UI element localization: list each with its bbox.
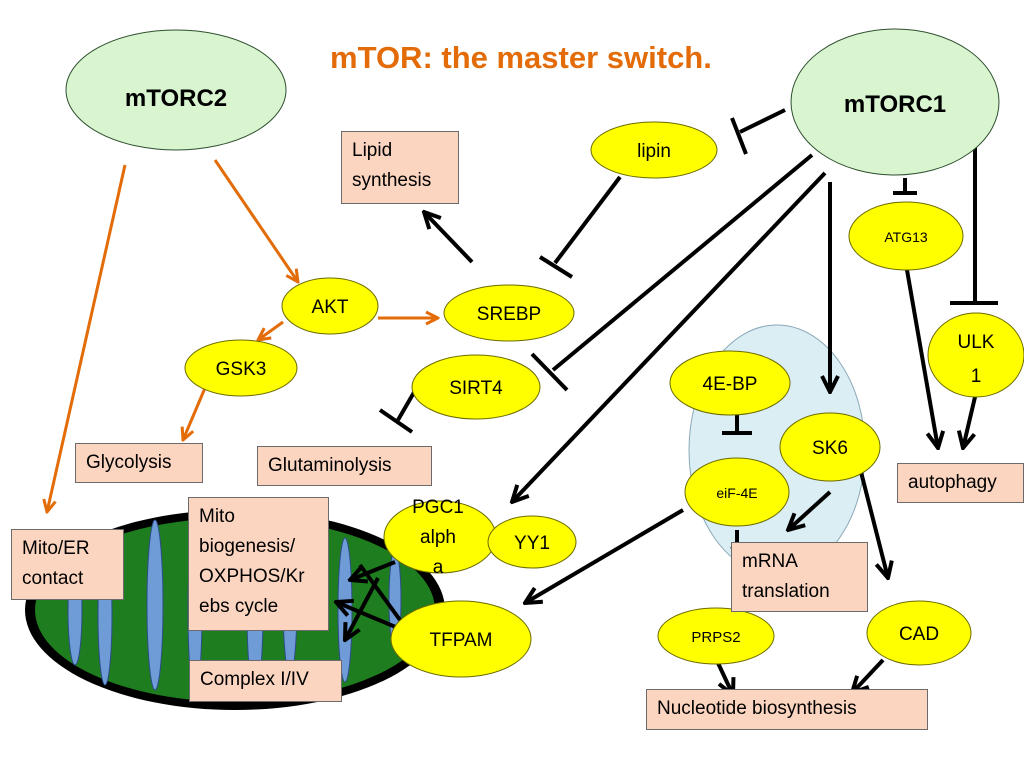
lipid-synthesis-line1: Lipid xyxy=(352,140,393,161)
eif4e-label: eiF-4E xyxy=(716,485,757,501)
node-srebp[interactable]: SREBP xyxy=(443,284,575,342)
glycolysis-label: Glycolysis xyxy=(86,452,172,473)
node-mtorc1[interactable]: mTORC1 xyxy=(790,28,1000,176)
srebp-label: SREBP xyxy=(477,304,541,325)
page-title: mTOR: the master switch. xyxy=(330,40,712,75)
4e-bp-label: 4E-BP xyxy=(703,374,758,395)
node-pgc1-alpha[interactable]: PGC1 alph a xyxy=(383,497,497,578)
node-4e-bp[interactable]: 4E-BP xyxy=(669,350,791,416)
ulk1-label-line2: 1 xyxy=(971,366,982,387)
tfpam-label: TFPAM xyxy=(430,630,493,651)
mito-er-line1: Mito/ER xyxy=(22,538,90,559)
node-eif4e[interactable]: eiF-4E xyxy=(684,457,790,527)
box-autophagy[interactable]: autophagy xyxy=(897,463,1024,503)
gsk3-label: GSK3 xyxy=(216,359,267,380)
prps2-label: PRPS2 xyxy=(691,629,740,646)
mito-biogenesis-line3: OXPHOS/Kr xyxy=(199,566,305,587)
mito-biogenesis-line2: biogenesis/ xyxy=(199,536,296,557)
nucleotide-biosynthesis-label: Nucleotide biosynthesis xyxy=(657,698,857,719)
complex-i-iv-label: Complex I/IV xyxy=(200,669,309,690)
mrna-translation-line1: mRNA xyxy=(742,551,798,572)
glutaminolysis-label: Glutaminolysis xyxy=(268,455,392,476)
akt-label: AKT xyxy=(312,297,349,318)
yy1-label: YY1 xyxy=(514,533,550,554)
node-lipin[interactable]: lipin xyxy=(590,121,718,179)
node-prps2[interactable]: PRPS2 xyxy=(657,607,775,665)
mrna-translation-line2: translation xyxy=(742,581,830,602)
box-mito-er-contact[interactable]: Mito/ER contact xyxy=(11,529,124,600)
pgc1-label-line1: PGC1 xyxy=(412,497,464,518)
mito-er-line2: contact xyxy=(22,568,84,589)
node-cad[interactable]: CAD xyxy=(866,600,972,666)
node-mtorc2[interactable]: mTORC2 xyxy=(65,29,287,151)
box-glycolysis[interactable]: Glycolysis xyxy=(75,443,203,483)
box-mrna-translation[interactable]: mRNA translation xyxy=(731,542,868,612)
box-lipid-synthesis[interactable]: Lipid synthesis xyxy=(341,131,459,204)
atg13-label: ATG13 xyxy=(884,229,928,245)
mito-biogenesis-line4: ebs cycle xyxy=(199,596,279,617)
ulk1-label-line1: ULK xyxy=(958,332,995,353)
mtorc2-arrows xyxy=(47,159,438,512)
node-ulk1[interactable]: ULK 1 xyxy=(927,312,1024,398)
sirt4-label: SIRT4 xyxy=(449,378,503,399)
node-sk6[interactable]: SK6 xyxy=(779,412,881,482)
box-mito-biogenesis[interactable]: Mito biogenesis/ OXPHOS/Kr ebs cycle xyxy=(188,497,329,631)
node-akt[interactable]: AKT xyxy=(281,277,379,335)
lipid-synthesis-line2: synthesis xyxy=(352,170,432,191)
node-yy1[interactable]: YY1 xyxy=(487,515,577,569)
node-atg13[interactable]: ATG13 xyxy=(848,201,964,271)
node-tfpam[interactable]: TFPAM xyxy=(390,600,532,678)
sk6-label: SK6 xyxy=(812,438,848,459)
box-glutaminolysis[interactable]: Glutaminolysis xyxy=(257,446,432,486)
mito-biogenesis-line1: Mito xyxy=(199,506,235,527)
mtorc1-edges xyxy=(336,108,998,695)
pgc1-label-line2: alph xyxy=(420,527,456,548)
node-gsk3[interactable]: GSK3 xyxy=(184,339,298,397)
node-sirt4[interactable]: SIRT4 xyxy=(411,354,541,420)
mtorc2-label: mTORC2 xyxy=(125,85,227,112)
autophagy-label: autophagy xyxy=(908,472,997,493)
box-complex-i-iv[interactable]: Complex I/IV xyxy=(189,660,342,702)
mtorc1-label: mTORC1 xyxy=(844,91,946,118)
box-nucleotide-biosynthesis[interactable]: Nucleotide biosynthesis xyxy=(646,689,928,730)
lipin-label: lipin xyxy=(637,141,671,162)
pgc1-label-line3: a xyxy=(433,557,444,578)
cad-label: CAD xyxy=(899,624,939,645)
